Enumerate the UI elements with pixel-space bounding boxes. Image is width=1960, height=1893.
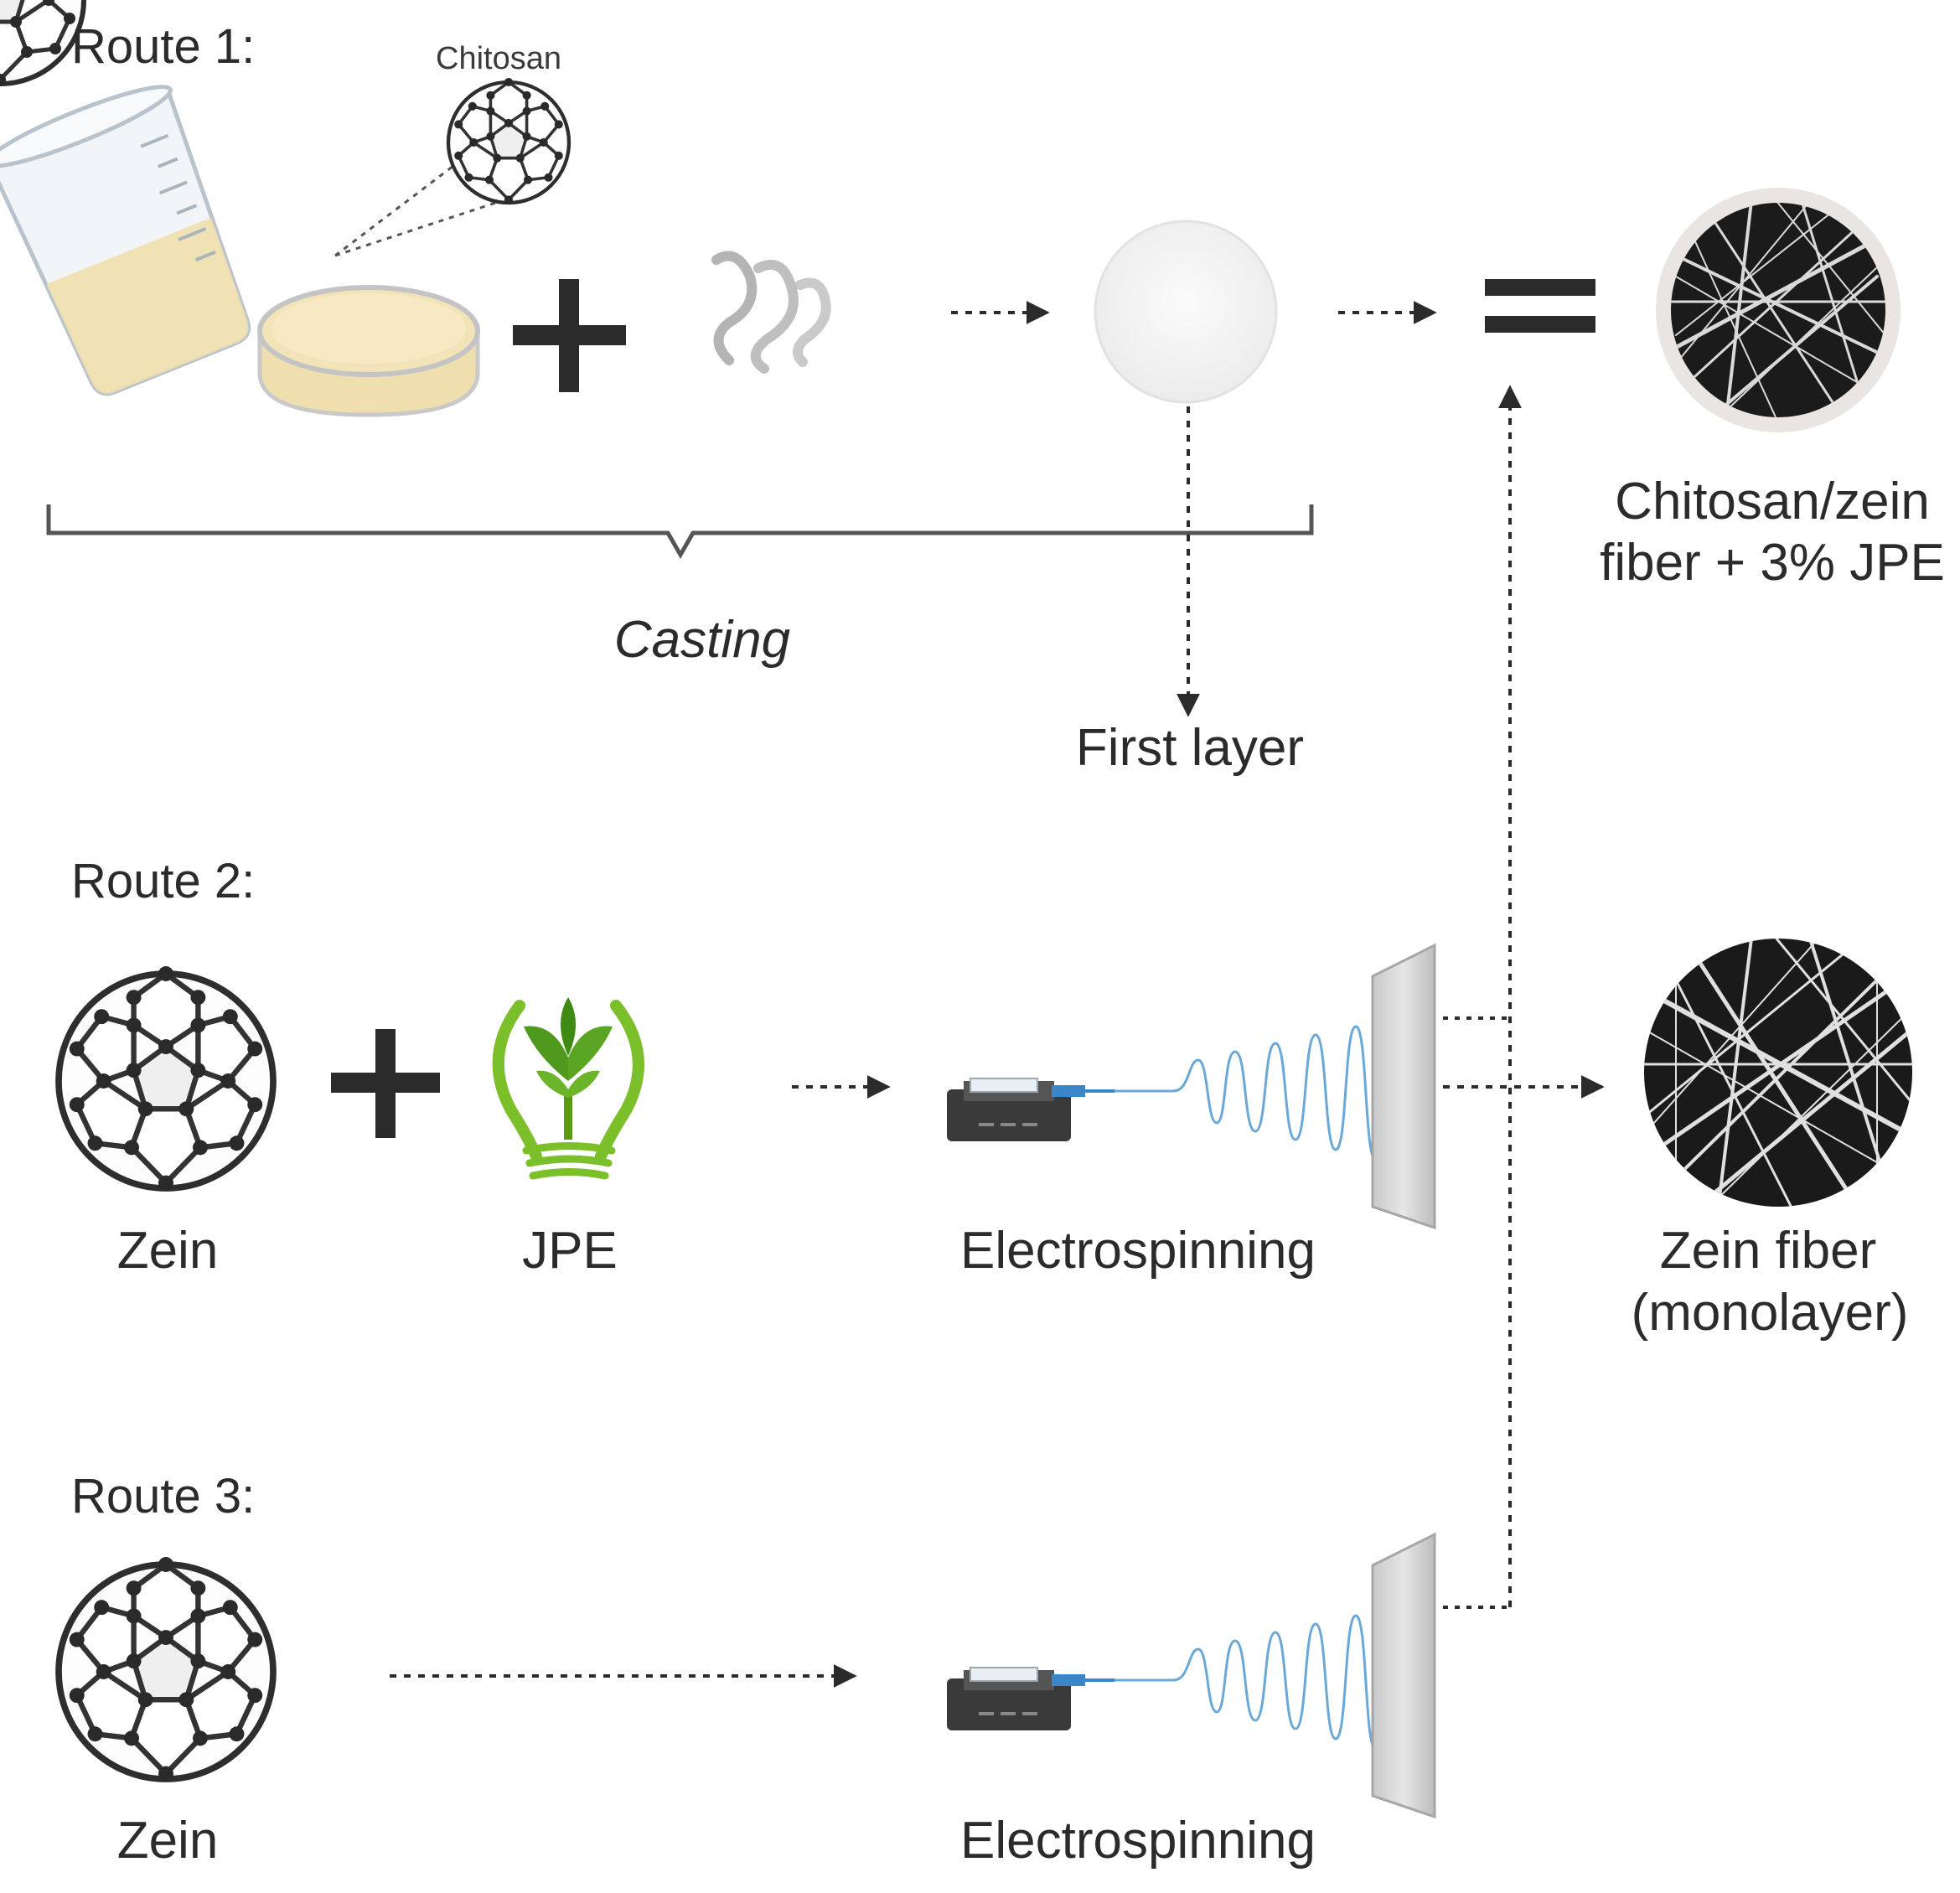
equals-icon (1485, 279, 1595, 333)
jpe-label: JPE (522, 1222, 618, 1280)
zein-molecule-icon-r3 (59, 1557, 273, 1782)
fiber-sem-icon (1656, 188, 1901, 432)
zein-label-r2: Zein (116, 1222, 219, 1280)
beaker-icon (0, 85, 251, 396)
petri-dish-icon (257, 285, 480, 417)
molecule-icon (0, 0, 86, 86)
route-3-label: Route 3: (71, 1469, 256, 1523)
monolayer-product-label-line2: (monolayer) (1631, 1284, 1909, 1342)
electrospinning-label-r3: Electrospinning (960, 1812, 1316, 1870)
casting-brace (46, 504, 1314, 560)
chitosan-molecule-icon (448, 78, 569, 204)
collector-plate-icon (1371, 943, 1436, 1230)
route-2-label: Route 2: (71, 854, 256, 908)
electrospinning-label-r2: Electrospinning (960, 1222, 1316, 1280)
syringe-pump-icon (947, 1078, 1173, 1141)
jpe-bulb-icon (492, 997, 644, 1180)
bilayer-product-label-line1: Chitosan/zein (1615, 473, 1930, 530)
zein-label-r3: Zein (116, 1812, 219, 1870)
syringe-pump-icon-r3 (945, 1666, 1175, 1732)
chitosan-label: Chitosan (436, 41, 561, 76)
plus-icon-r2 (331, 1029, 440, 1138)
monolayer-product-label-line1: Zein fiber (1659, 1222, 1877, 1280)
fiber-sem-monolayer-icon (1644, 939, 1912, 1207)
collector-plate-icon-r3 (1371, 1533, 1436, 1818)
drying-waves-icon (711, 251, 831, 374)
bilayer-product-label-line2: fiber + 3% JPE (1600, 534, 1945, 592)
plus-icon (513, 279, 626, 392)
film-disc-icon (1094, 220, 1278, 404)
first-layer-label: First layer (1075, 719, 1305, 777)
route-1-label: Route 1: (71, 19, 256, 74)
zein-molecule-icon-r2 (59, 966, 273, 1191)
chitosan-zoom-lines (334, 162, 527, 257)
casting-label: Casting (613, 611, 791, 669)
